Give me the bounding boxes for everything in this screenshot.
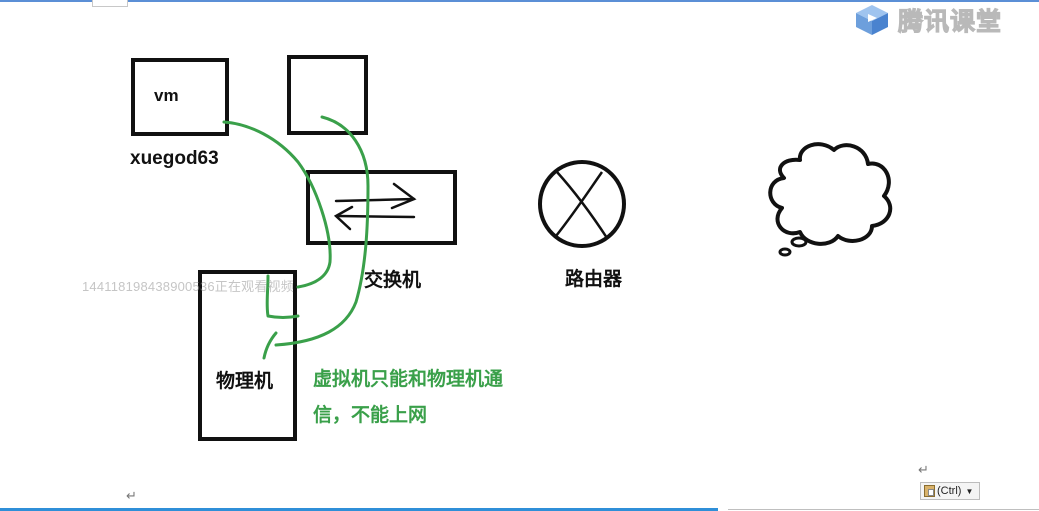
tencent-classroom-logo-icon — [856, 5, 888, 35]
brand-logo: 腾讯课堂 — [852, 2, 1002, 38]
switch-arrows — [333, 182, 417, 231]
switch-box — [306, 170, 457, 245]
green-path-lines — [222, 115, 370, 360]
second-vm-box — [287, 55, 368, 135]
viewer-watermark: 144118198438900536正在观看视频 — [82, 279, 294, 294]
chevron-down-icon: ▼ — [965, 486, 974, 496]
router-symbol — [538, 160, 626, 248]
paragraph-mark: ↵ — [918, 462, 929, 477]
paragraph-mark: ↵ — [126, 488, 137, 503]
annotation-line-2: 信，不能上网 — [313, 405, 428, 426]
bottom-divider — [728, 509, 1039, 510]
physical-machine-label: 物理机 — [216, 371, 274, 392]
annotation-line-1: 虚拟机只能和物理机通 — [313, 369, 504, 390]
physical-machine-box — [198, 270, 297, 441]
host-name-label: xuegod63 — [130, 148, 219, 169]
window-top-border — [0, 0, 1039, 2]
router-label: 路由器 — [565, 269, 623, 290]
vm-box — [131, 58, 229, 136]
vm-label: vm — [154, 86, 179, 105]
logo-text: 腾讯课堂 — [897, 8, 1003, 37]
paste-options-button[interactable]: (Ctrl) ▼ — [920, 482, 980, 500]
switch-label: 交换机 — [364, 270, 422, 291]
ruler-tab-stub — [92, 0, 128, 7]
paste-options-label: (Ctrl) — [937, 485, 962, 497]
bottom-progress-line — [0, 508, 718, 511]
cloud-icon — [768, 142, 893, 257]
clipboard-icon — [924, 485, 935, 497]
